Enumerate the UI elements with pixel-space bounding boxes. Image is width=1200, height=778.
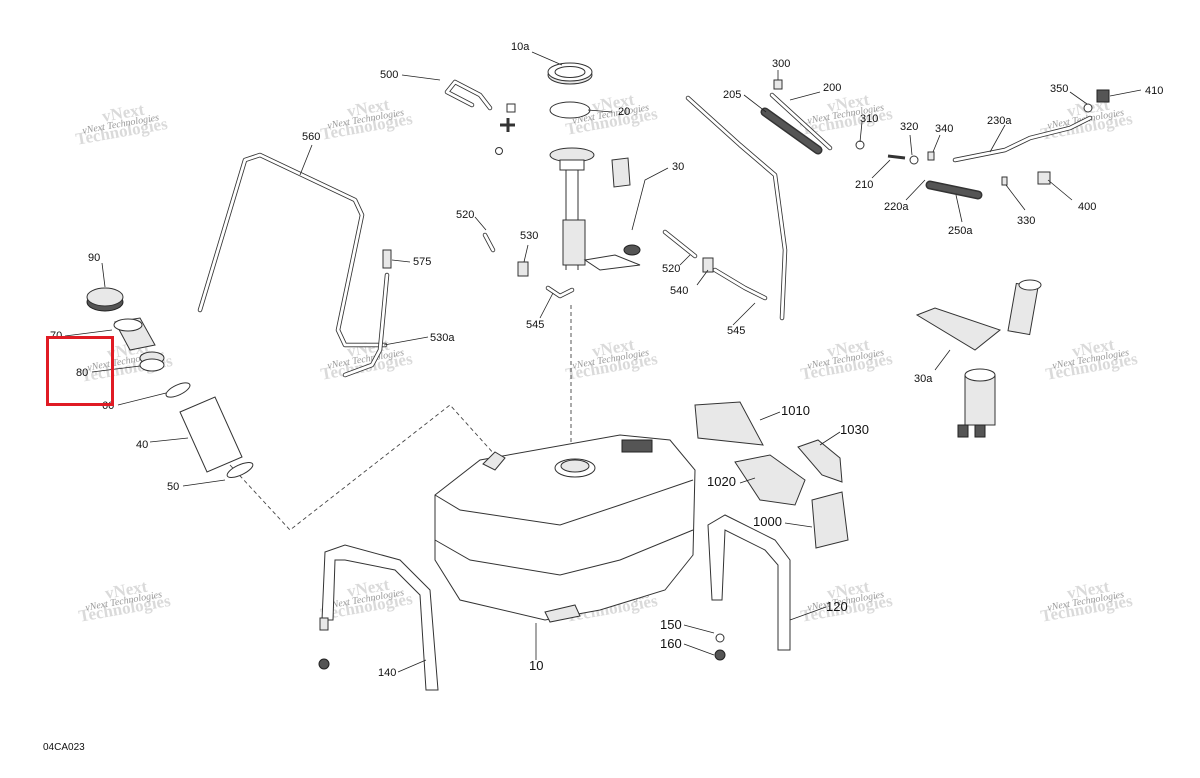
part-205-tube[interactable] bbox=[760, 107, 823, 155]
callout-205[interactable]: 205 bbox=[723, 89, 741, 101]
watermark: vNext Technologies vNext Technologies bbox=[1039, 577, 1134, 626]
callout-200[interactable]: 200 bbox=[823, 82, 841, 94]
callout-410[interactable]: 410 bbox=[1145, 85, 1163, 97]
callout-20[interactable]: 20 bbox=[618, 106, 630, 118]
part-200-tube[interactable] bbox=[769, 92, 833, 151]
part-300-clamp[interactable] bbox=[773, 79, 783, 90]
part-230a-hose[interactable] bbox=[952, 115, 1093, 163]
part-10a-lock-ring[interactable] bbox=[547, 62, 593, 85]
callout-230a[interactable]: 230a bbox=[987, 115, 1012, 127]
callout-labels: 10a 500 20 560 30 300 200 205 310 320 34… bbox=[50, 41, 1163, 679]
callout-210[interactable]: 210 bbox=[855, 179, 873, 191]
part-1010-shield[interactable] bbox=[694, 401, 764, 446]
part-210-fitting[interactable] bbox=[887, 154, 906, 160]
callout-400[interactable]: 400 bbox=[1078, 201, 1096, 213]
callout-540[interactable]: 540 bbox=[670, 285, 688, 297]
watermark: vNext Technologies vNext Technologies bbox=[319, 95, 414, 144]
callout-1000[interactable]: 1000 bbox=[753, 514, 782, 529]
watermark: vNext Technologies vNext Technologies bbox=[319, 335, 414, 384]
callout-30[interactable]: 30 bbox=[672, 161, 684, 173]
part-30-fuel-pump-module[interactable] bbox=[549, 147, 641, 271]
callout-560[interactable]: 560 bbox=[302, 131, 320, 143]
callout-520-left[interactable]: 520 bbox=[456, 209, 474, 221]
callout-350[interactable]: 350 bbox=[1050, 83, 1068, 95]
part-fittings-top[interactable] bbox=[495, 103, 516, 155]
callout-50[interactable]: 50 bbox=[167, 481, 179, 493]
part-1000-shield[interactable] bbox=[811, 491, 849, 549]
part-530-valve[interactable] bbox=[517, 261, 529, 277]
callout-160[interactable]: 160 bbox=[660, 636, 682, 651]
watermark: vNext Technologies vNext Technologies bbox=[1039, 95, 1134, 144]
callout-330[interactable]: 330 bbox=[1017, 215, 1035, 227]
part-20-gasket[interactable] bbox=[549, 101, 591, 119]
part-310-clamp[interactable] bbox=[855, 140, 865, 150]
part-520-hose-right[interactable] bbox=[662, 229, 698, 259]
part-40-filler-hose[interactable] bbox=[179, 396, 243, 473]
diagram-code: 04CA023 bbox=[43, 742, 85, 753]
callout-120[interactable]: 120 bbox=[826, 599, 848, 614]
callout-140[interactable]: 140 bbox=[378, 667, 396, 679]
callout-80[interactable]: 80 bbox=[76, 367, 88, 379]
callout-30a[interactable]: 30a bbox=[914, 373, 933, 385]
leader-lines bbox=[64, 51, 1142, 673]
part-50-clamp[interactable] bbox=[225, 460, 255, 481]
filler-neck-assembly-line bbox=[229, 404, 496, 531]
part-90-filler-cap[interactable] bbox=[86, 287, 124, 312]
callout-340[interactable]: 340 bbox=[935, 123, 953, 135]
part-545-hose-right[interactable] bbox=[712, 267, 768, 301]
part-530a-hose[interactable] bbox=[342, 272, 390, 378]
part-575-fitting[interactable] bbox=[382, 249, 392, 269]
callout-90[interactable]: 90 bbox=[88, 252, 100, 264]
callout-250a[interactable]: 250a bbox=[948, 225, 973, 237]
callout-1010[interactable]: 1010 bbox=[781, 403, 810, 418]
part-340-clamp[interactable] bbox=[927, 151, 935, 161]
part-250a-tube[interactable] bbox=[925, 180, 983, 200]
part-140-strap[interactable] bbox=[318, 544, 439, 691]
part-vent-line-right[interactable] bbox=[685, 95, 788, 321]
part-400-fitting[interactable] bbox=[1037, 171, 1051, 185]
callout-310[interactable]: 310 bbox=[860, 113, 878, 125]
part-30a-pump-assembly[interactable] bbox=[915, 279, 1042, 438]
part-1030-shield[interactable] bbox=[797, 439, 843, 483]
part-10-fuel-tank[interactable] bbox=[434, 434, 696, 623]
part-540-fitting[interactable] bbox=[702, 257, 714, 273]
watermark: vNext Technologies vNext Technologies bbox=[1044, 335, 1139, 384]
callout-530[interactable]: 530 bbox=[520, 230, 538, 242]
callout-530a[interactable]: 530a bbox=[430, 332, 455, 344]
callout-1020[interactable]: 1020 bbox=[707, 474, 736, 489]
part-500-hose[interactable] bbox=[444, 79, 493, 111]
watermark: vNext Technologies vNext Technologies bbox=[74, 100, 169, 149]
part-1020-shield[interactable] bbox=[734, 454, 806, 506]
callout-520-right[interactable]: 520 bbox=[662, 263, 680, 275]
selection-highlight-box bbox=[46, 336, 114, 406]
watermark: vNext Technologies vNext Technologies bbox=[799, 335, 894, 384]
callout-220a[interactable]: 220a bbox=[884, 201, 909, 213]
callout-545-right[interactable]: 545 bbox=[727, 325, 745, 337]
callout-300[interactable]: 300 bbox=[772, 58, 790, 70]
part-330-clamp[interactable] bbox=[1001, 176, 1008, 186]
watermark: vNext Technologies vNext Technologies bbox=[564, 335, 659, 384]
part-70-filler-neck[interactable] bbox=[113, 317, 156, 351]
part-560-vent-hose[interactable] bbox=[197, 152, 388, 348]
part-350-clamp[interactable] bbox=[1083, 103, 1093, 113]
part-545-hose-left[interactable] bbox=[545, 285, 575, 299]
callout-1030[interactable]: 1030 bbox=[840, 422, 869, 437]
part-120-strap[interactable] bbox=[707, 514, 791, 661]
callout-320[interactable]: 320 bbox=[900, 121, 918, 133]
part-410-valve[interactable] bbox=[1096, 89, 1110, 103]
callout-150[interactable]: 150 bbox=[660, 617, 682, 632]
callout-10[interactable]: 10 bbox=[529, 658, 543, 673]
callout-10a[interactable]: 10a bbox=[511, 41, 530, 53]
callout-500[interactable]: 500 bbox=[380, 69, 398, 81]
part-60-clamp[interactable] bbox=[164, 380, 192, 400]
callout-40[interactable]: 40 bbox=[136, 439, 148, 451]
part-80-adapter[interactable] bbox=[139, 351, 165, 372]
part-520-hose-left[interactable] bbox=[482, 232, 496, 253]
assembly-lines bbox=[229, 305, 572, 531]
watermark: vNext Technologies vNext Technologies bbox=[77, 577, 172, 626]
part-320-clamp[interactable] bbox=[909, 155, 919, 165]
callout-575[interactable]: 575 bbox=[413, 256, 431, 268]
callout-545-left[interactable]: 545 bbox=[526, 319, 544, 331]
